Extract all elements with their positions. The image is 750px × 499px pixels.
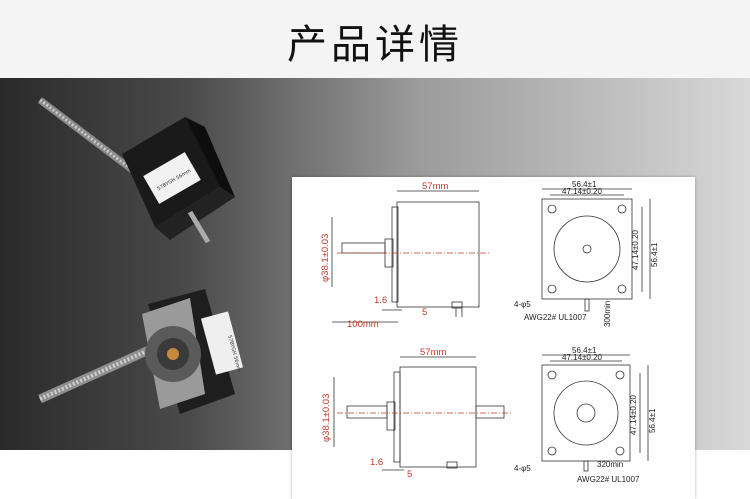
bottom-boss-offset: 5 <box>407 469 412 480</box>
top-wire: AWG22# UL1007 <box>524 313 587 322</box>
motor-photo-top: 57BYGH 56mm <box>37 97 235 244</box>
top-length-dim: 57mm <box>422 181 448 192</box>
bottom-shaft-dim: φ38.1±0.03 <box>321 394 332 442</box>
dimension-drawing-sheet: 57mm φ38.1±0.03 1.6 5 100mm 56.4±1 <box>292 177 695 499</box>
top-outer-height: 56.4±1 <box>650 242 659 267</box>
bottom-hole-spacing: 47.14±0.20 <box>562 353 603 362</box>
bottom-flange-thickness: 1.6 <box>370 457 383 468</box>
page-title: 产品详情 <box>287 22 463 68</box>
top-boss-offset: 5 <box>422 307 427 318</box>
bottom-holes: 4-φ5 <box>514 464 531 473</box>
product-photo-panel: 57BYGH 56mm 57BYGH 56mm <box>0 78 750 499</box>
bottom-wire: AWG22# UL1007 <box>577 475 640 484</box>
top-outer-width: 56.4±1 <box>572 180 597 189</box>
top-hole-spacing-v: 47.14±0.20 <box>631 229 640 270</box>
top-shaft-dim: φ38.1±0.03 <box>320 234 331 282</box>
side-view-bottom <box>333 356 512 471</box>
top-flange-thickness: 1.6 <box>374 295 387 306</box>
side-view-top <box>331 190 490 323</box>
top-hole-spacing: 47.14±0.20 <box>562 187 603 196</box>
bottom-length-dim: 57mm <box>420 347 446 358</box>
bottom-outer-height: 56.4±1 <box>648 408 657 433</box>
top-lead-length: 100mm <box>347 319 379 330</box>
bottom-outer-width: 56.4±1 <box>572 346 597 355</box>
bottom-cable-length: 320min <box>597 460 623 469</box>
bottom-hole-spacing-v: 47.14±0.20 <box>629 394 638 435</box>
motor-photo-bottom: 57BYGH 56mm <box>38 289 244 414</box>
page-header: 产品详情 <box>0 0 750 78</box>
top-holes: 4-φ5 <box>514 300 531 309</box>
top-cable-length: 300min <box>603 301 612 327</box>
front-view-top <box>541 188 651 312</box>
